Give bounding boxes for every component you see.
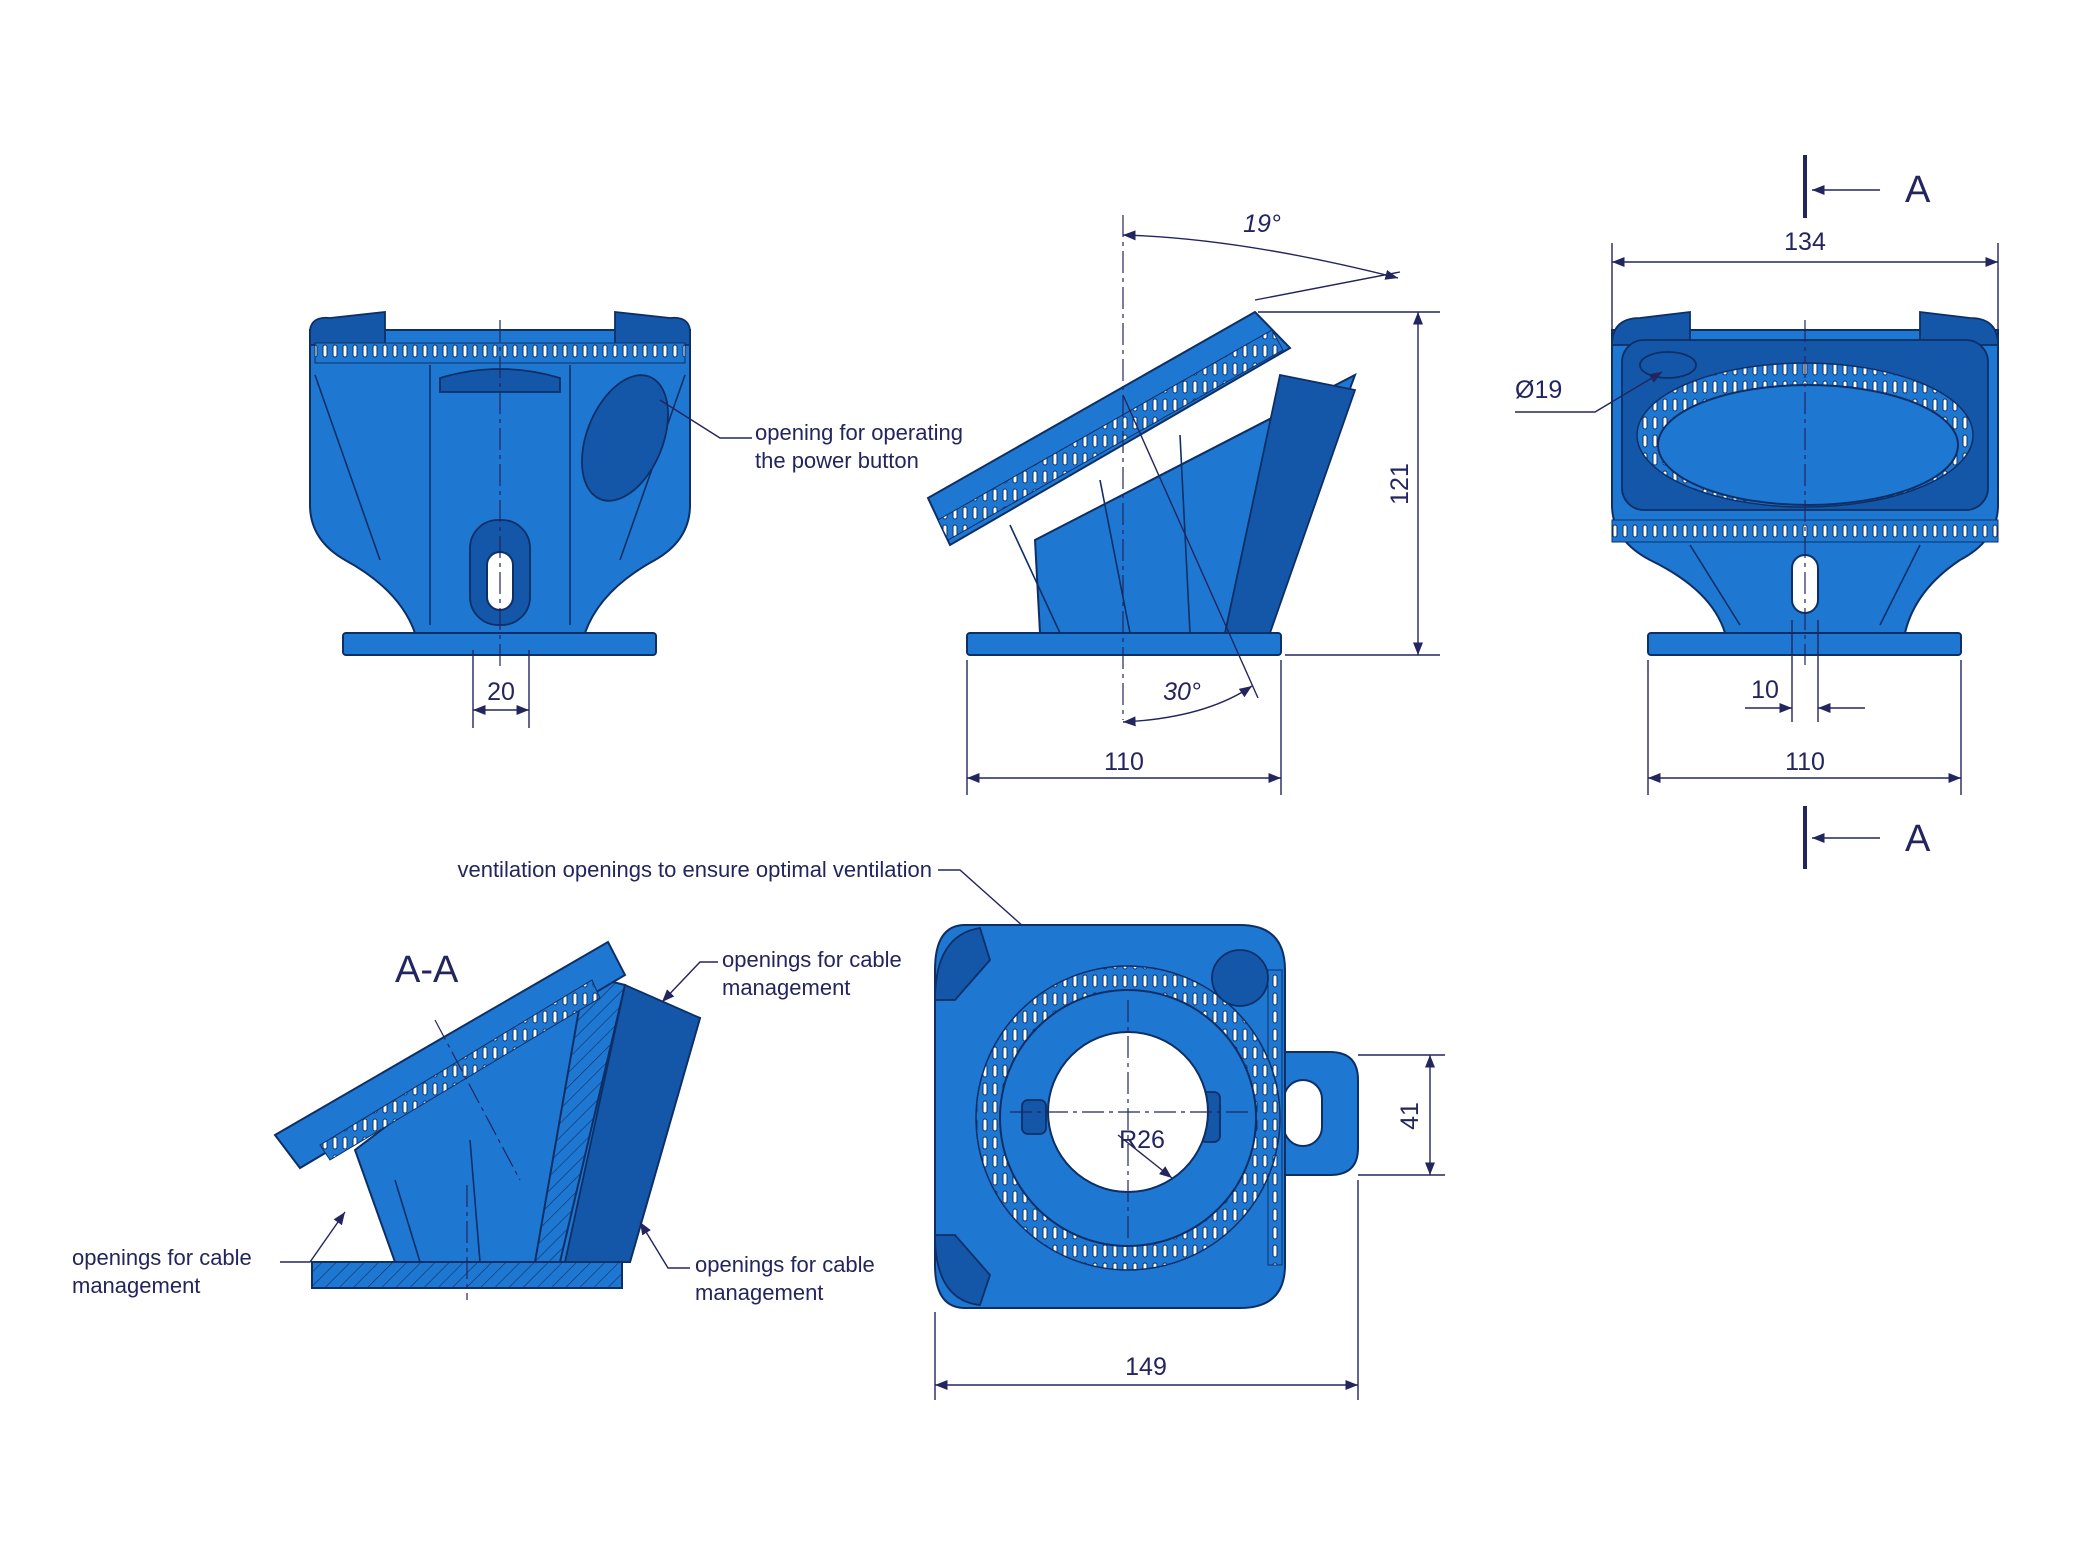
front-slot-width-label: 20 xyxy=(487,678,515,706)
front-right-lip xyxy=(614,310,691,346)
rear-slot-dimension: 10 xyxy=(1745,620,1865,722)
cable-top-note-line2: management xyxy=(722,975,850,1000)
top-radius-dimension: R26 xyxy=(1117,1126,1173,1179)
section-marker-bottom-label: A xyxy=(1905,818,1931,860)
power-button-note-line1: opening for operating xyxy=(755,420,963,445)
cable-right-note-line1: openings for cable xyxy=(695,1252,875,1277)
cable-left-note-line2: management xyxy=(72,1273,200,1298)
rear-hole-diameter-label: Ø19 xyxy=(1515,376,1562,404)
cable-top-note-line1: openings for cable xyxy=(722,947,902,972)
ventilation-callout: ventilation openings to ensure optimal v… xyxy=(457,857,1071,969)
front-left-lip xyxy=(309,310,386,346)
rear-slot-width-label: 10 xyxy=(1751,676,1779,704)
section-marker-bottom: A xyxy=(1803,806,1931,869)
side-tilt-angle-label: 19° xyxy=(1243,210,1281,238)
top-tab-dimension: 41 xyxy=(1358,1054,1445,1176)
top-view xyxy=(934,924,1359,1309)
ventilation-note: ventilation openings to ensure optimal v… xyxy=(457,857,932,882)
side-view xyxy=(926,310,1357,656)
section-view: A-A xyxy=(273,940,702,1300)
cable-top-callout: openings for cable management xyxy=(661,947,902,1003)
rear-inner-dish xyxy=(1657,384,1959,506)
side-vent-band xyxy=(937,329,1284,541)
top-width-dimension: 149 xyxy=(934,1180,1359,1400)
front-top-slot xyxy=(439,368,561,393)
section-marker-top: A xyxy=(1803,155,1931,218)
cable-left-callout: openings for cable management xyxy=(72,1211,346,1298)
side-height-dimension: 121 xyxy=(1258,311,1440,656)
cable-left-note-line1: openings for cable xyxy=(72,1245,252,1270)
section-vent-band xyxy=(319,979,601,1161)
section-marker-top-label: A xyxy=(1905,169,1931,211)
power-button-note-line2: the power button xyxy=(755,448,919,473)
top-tab-width-label: 41 xyxy=(1396,1102,1424,1130)
rear-width-dimension: 134 xyxy=(1611,228,1999,330)
top-tab-slot xyxy=(1283,1079,1323,1147)
rear-view xyxy=(1611,310,1999,665)
side-base-angle-dimension: 30° xyxy=(1122,394,1259,727)
rear-power-hole xyxy=(1639,351,1697,379)
section-title: A-A xyxy=(395,949,459,991)
side-angle-top-dimension: 19° xyxy=(1122,210,1401,720)
side-rear-pipe xyxy=(1223,373,1357,634)
power-button-opening xyxy=(581,374,669,502)
front-view xyxy=(309,310,691,670)
cable-right-callout: openings for cable management xyxy=(639,1221,875,1305)
top-radius-label: R26 xyxy=(1119,1126,1165,1154)
side-base-angle-label: 30° xyxy=(1163,678,1201,706)
rear-width-label: 134 xyxy=(1784,228,1826,256)
side-base-width-dimension: 110 xyxy=(966,660,1282,795)
side-base-width-label: 110 xyxy=(1104,748,1144,776)
top-power-hole xyxy=(1211,949,1269,1007)
rear-hole-dimension: Ø19 xyxy=(1515,371,1663,413)
rear-base-width-dimension: 110 xyxy=(1647,660,1962,795)
section-rear-pipe xyxy=(563,983,702,1263)
power-button-callout: opening for operating the power button xyxy=(659,399,963,473)
cable-right-note-line2: management xyxy=(695,1280,823,1305)
top-width-label: 149 xyxy=(1125,1353,1167,1381)
rear-base-width-label: 110 xyxy=(1785,748,1825,776)
front-slot-dimension: 20 xyxy=(472,650,530,728)
side-height-label: 121 xyxy=(1386,463,1414,505)
section-tilted-top xyxy=(273,940,627,1170)
